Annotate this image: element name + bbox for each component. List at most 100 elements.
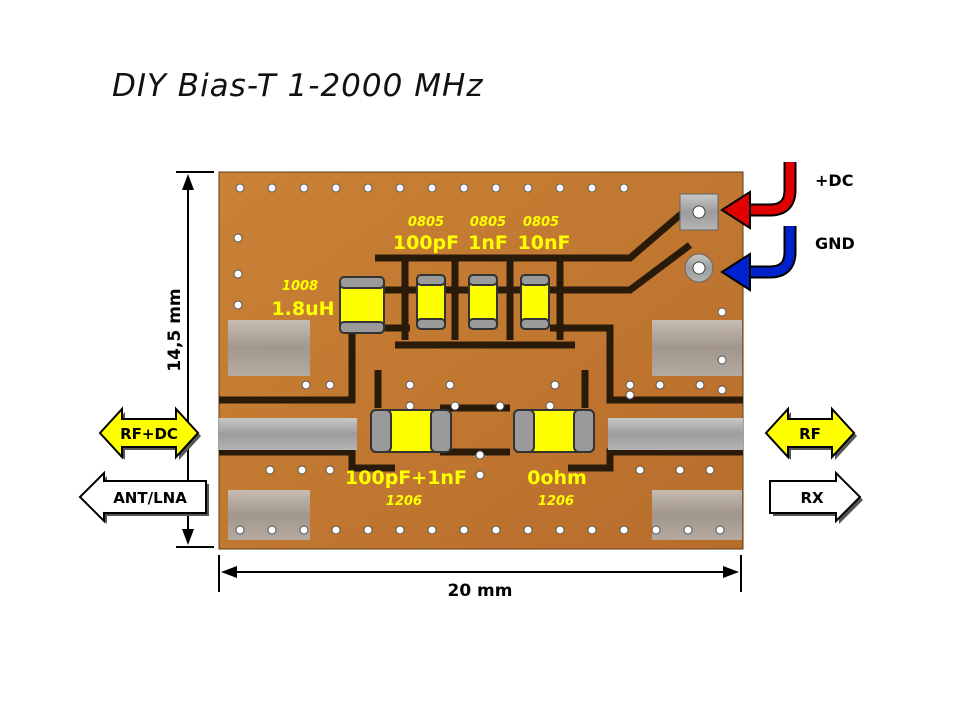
via-hole — [715, 525, 725, 535]
jumper-value: 0ohm — [527, 467, 587, 489]
via-hole — [523, 525, 533, 535]
via-hole — [495, 401, 505, 411]
via-hole — [619, 183, 629, 193]
series-cap-value: 100pF+1nF — [345, 467, 467, 489]
cap2-package: 0805 — [470, 215, 506, 230]
cap2-value: 1nF — [468, 232, 508, 254]
via-hole — [475, 450, 485, 460]
via-hole — [233, 300, 243, 310]
via-hole — [717, 307, 727, 317]
via-hole — [267, 525, 277, 535]
via-hole — [235, 183, 245, 193]
via-hole — [651, 525, 661, 535]
via-hole — [705, 465, 715, 475]
via-hole — [523, 183, 533, 193]
right-rf-trace — [608, 418, 743, 450]
via-hole — [655, 380, 665, 390]
dc-arrow — [720, 162, 797, 230]
inductor-1008 — [339, 276, 385, 334]
right-lower-pad — [652, 490, 742, 540]
via-hole — [625, 390, 635, 400]
via-hole — [450, 401, 460, 411]
cap-0805-10nf — [520, 274, 550, 330]
via-hole — [717, 355, 727, 365]
via-hole — [331, 525, 341, 535]
rf-port-arrow: RF — [764, 406, 857, 460]
gnd-label: GND — [815, 234, 855, 253]
via-hole — [683, 525, 693, 535]
height-dimension-label: 14,5 mm — [165, 288, 185, 371]
cap-1206-series — [370, 409, 452, 453]
via-hole — [635, 465, 645, 475]
series-cap-package: 1206 — [386, 494, 422, 509]
via-hole — [299, 525, 309, 535]
via-hole — [459, 183, 469, 193]
via-hole — [325, 380, 335, 390]
via-hole — [491, 525, 501, 535]
via-hole — [550, 380, 560, 390]
via-hole — [695, 380, 705, 390]
via-hole — [545, 401, 555, 411]
jumper-1206 — [513, 409, 595, 453]
via-hole — [491, 183, 501, 193]
via-hole — [325, 465, 335, 475]
via-hole — [395, 183, 405, 193]
via-hole — [555, 525, 565, 535]
page-title: DIY Bias-T 1-2000 MHz — [112, 68, 484, 104]
rf-label: RF — [799, 425, 821, 443]
cap-0805-1nf — [468, 274, 498, 330]
via-hole — [427, 183, 437, 193]
right-upper-pad — [652, 320, 742, 376]
ant-lna-port-arrow: ANT/LNA — [78, 470, 209, 524]
via-hole — [675, 465, 685, 475]
components — [339, 274, 595, 453]
via-hole — [233, 269, 243, 279]
via-hole — [619, 525, 629, 535]
rf-dc-port-arrow: RF+DC — [98, 406, 201, 460]
via-hole — [427, 525, 437, 535]
gnd-arrow — [720, 226, 797, 292]
via-hole — [405, 401, 415, 411]
component-labels: 0805 0805 0805 100pF 1nF 10nF 1008 1.8uH… — [271, 215, 586, 509]
cap1-package: 0805 — [408, 215, 444, 230]
via-hole — [299, 183, 309, 193]
via-hole — [233, 233, 243, 243]
via-hole — [265, 465, 275, 475]
left-upper-pad — [228, 320, 310, 376]
cap3-package: 0805 — [523, 215, 559, 230]
gnd-connector-hole — [692, 261, 706, 275]
via-hole — [625, 380, 635, 390]
via-hole — [405, 380, 415, 390]
cap3-value: 10nF — [518, 232, 571, 254]
rx-label: RX — [800, 489, 824, 507]
via-hole — [363, 525, 373, 535]
left-rf-trace — [219, 418, 357, 450]
via-hole — [717, 385, 727, 395]
dc-label: +DC — [815, 171, 853, 190]
via-hole — [331, 183, 341, 193]
via-holes — [233, 183, 727, 535]
dimension-height — [176, 171, 214, 548]
cap-0805-100pf — [416, 274, 446, 330]
via-hole — [445, 380, 455, 390]
inductor-value: 1.8uH — [271, 298, 334, 320]
jumper-package: 1206 — [538, 494, 574, 509]
via-hole — [395, 525, 405, 535]
rf-dc-label: RF+DC — [120, 425, 178, 443]
via-hole — [363, 183, 373, 193]
via-hole — [555, 183, 565, 193]
rx-port-arrow: RX — [769, 470, 863, 524]
via-hole — [475, 470, 485, 480]
via-hole — [297, 465, 307, 475]
via-hole — [267, 183, 277, 193]
dc-connector-hole — [692, 205, 706, 219]
cap1-value: 100pF — [393, 232, 459, 254]
ant-lna-label: ANT/LNA — [113, 489, 187, 507]
via-hole — [587, 525, 597, 535]
via-hole — [301, 380, 311, 390]
dimension-width — [218, 555, 742, 592]
via-hole — [235, 525, 245, 535]
via-hole — [459, 525, 469, 535]
inductor-package: 1008 — [282, 279, 318, 294]
